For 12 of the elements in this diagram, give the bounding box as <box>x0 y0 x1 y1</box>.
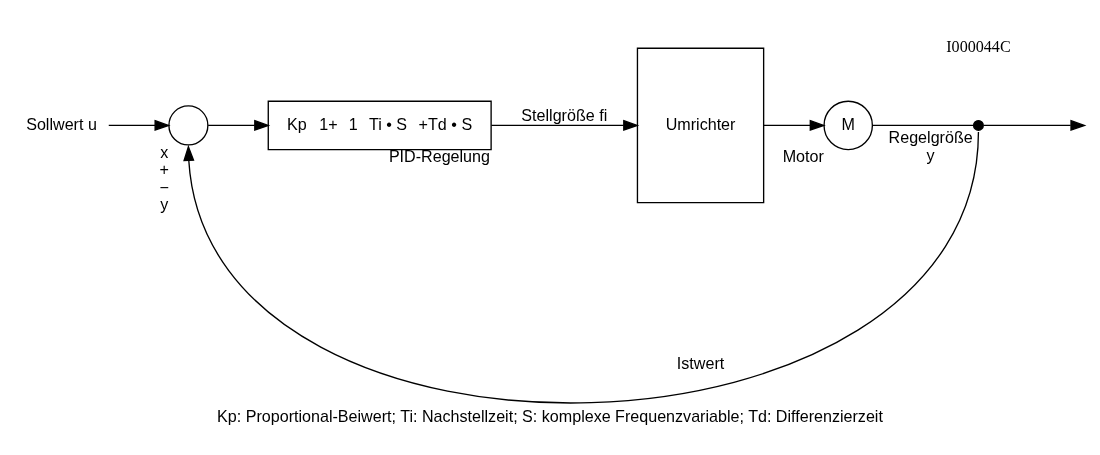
node-label: Motor <box>782 147 824 166</box>
node-label: Regelgröße <box>888 128 973 147</box>
caption: Kp: Proportional-Beiwert; Ti: Nachstellzeit; S: komplexe Frequenzvariable; Td: Differenzierzeit <box>217 406 883 425</box>
edge-label: Stellgröße fi <box>521 105 608 124</box>
node-label: + <box>159 160 169 179</box>
edge-label: Istwert <box>676 354 725 373</box>
node-label: − <box>159 177 169 196</box>
label: I000044C <box>946 37 1011 55</box>
node-label: x <box>160 142 169 161</box>
node-text: Sollwert u <box>26 114 97 133</box>
node-label: y <box>926 145 935 164</box>
node-label: y <box>160 195 169 214</box>
